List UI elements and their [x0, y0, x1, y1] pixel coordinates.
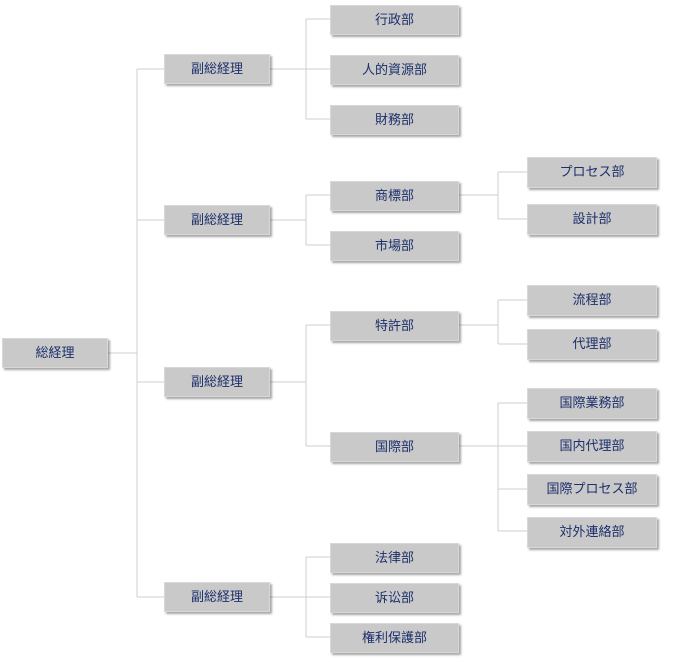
node-admin-label: 行政部 — [374, 12, 414, 28]
node-vp-1-label: 副総経理 — [190, 61, 243, 77]
node-flow-label: 流程部 — [572, 293, 612, 308]
node-patent-label: 特許部 — [374, 318, 414, 334]
node-finance-label: 財務部 — [374, 112, 414, 128]
node-litigation-label: 诉讼部 — [374, 590, 414, 606]
node-design-label: 設計部 — [572, 212, 612, 227]
node-market: 市場部 — [330, 231, 459, 261]
node-patent: 特許部 — [330, 311, 459, 341]
node-market-label: 市場部 — [374, 238, 414, 254]
node-intl: 国際部 — [330, 432, 459, 462]
node-rights: 権利保護部 — [330, 623, 459, 653]
node-root: 総経理 — [2, 338, 108, 368]
node-intl-label: 国際部 — [374, 439, 414, 455]
node-hr-label: 人的資源部 — [361, 62, 427, 78]
node-flow: 流程部 — [527, 285, 657, 316]
node-vp-1: 副総経理 — [164, 54, 270, 84]
node-law: 法律部 — [330, 543, 459, 573]
node-agency-label: 代理部 — [572, 337, 612, 352]
node-law-label: 法律部 — [374, 550, 414, 566]
node-rights-label: 権利保護部 — [361, 630, 427, 646]
node-domestic-agency-label: 国内代理部 — [559, 439, 625, 454]
node-process: プロセス部 — [527, 157, 657, 188]
node-finance: 財務部 — [330, 105, 459, 135]
node-intl-process: 国際プロセス部 — [527, 474, 657, 505]
node-root-label: 総経理 — [35, 345, 75, 361]
node-vp-2: 副総経理 — [164, 205, 270, 235]
node-intl-process-label: 国際プロセス部 — [546, 482, 638, 497]
node-process-label: プロセス部 — [559, 165, 625, 180]
node-liaison-label: 対外連絡部 — [559, 525, 625, 540]
node-vp-4-label: 副総経理 — [190, 589, 243, 605]
node-hr: 人的資源部 — [330, 55, 459, 85]
node-intl-business: 国際業務部 — [527, 388, 657, 419]
node-domestic-agency: 国内代理部 — [527, 431, 657, 462]
node-trademark-label: 商標部 — [374, 188, 414, 204]
node-vp-3-label: 副総経理 — [190, 374, 243, 390]
node-trademark: 商標部 — [330, 181, 459, 211]
node-vp-3: 副総経理 — [164, 367, 270, 397]
node-agency: 代理部 — [527, 329, 657, 360]
node-intl-business-label: 国際業務部 — [559, 396, 625, 411]
node-litigation: 诉讼部 — [330, 583, 459, 613]
node-vp-2-label: 副総経理 — [190, 212, 243, 228]
node-vp-4: 副総経理 — [164, 582, 270, 612]
node-design: 設計部 — [527, 204, 657, 235]
node-admin: 行政部 — [330, 5, 459, 35]
node-liaison: 対外連絡部 — [527, 517, 657, 548]
